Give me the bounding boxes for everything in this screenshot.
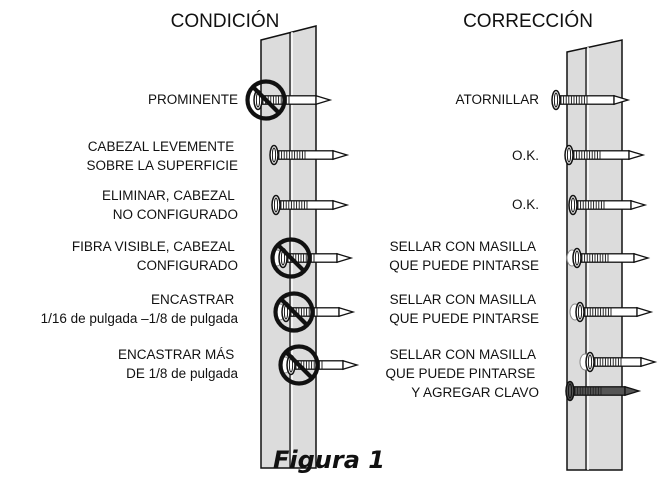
nail-icon [572, 247, 651, 269]
prohibition-icon [245, 79, 287, 121]
condition-label-3: ELIMINAR, CABEZAL NO CONFIGURADO [102, 188, 238, 222]
correction-title: CORRECCIÓN [463, 10, 593, 32]
prohibition-icon [278, 344, 320, 386]
nail-icon [269, 144, 350, 166]
prohibition-icon [273, 291, 315, 333]
nail-icon [564, 144, 646, 166]
condition-label-2: CABEZAL LEVEMENTE SOBRE LA SUPERFICIE [86, 139, 238, 173]
nail-icon [551, 89, 631, 111]
correction-nails [551, 89, 658, 402]
condition-label-1: PROMINENTE [148, 92, 238, 107]
condition-board [260, 25, 317, 469]
condition-label-4: FIBRA VISIBLE, CABEZAL CONFIGURADO [72, 239, 238, 273]
correction-label-3: O.K. [512, 197, 539, 212]
condition-label-6: ENCASTRAR MÁS DE 1/8 de pulgada [118, 347, 239, 381]
correction-label-5: SELLAR CON MASILLA QUE PUEDE PINTARSE [389, 292, 539, 326]
condition-label-5: ENCASTRAR 1/16 de pulgada –1/8 de pulgad… [41, 292, 239, 326]
condition-title: CONDICIÓN [171, 10, 280, 32]
nail-icon [585, 351, 658, 373]
correction-label-4: SELLAR CON MASILLA QUE PUEDE PINTARSE [389, 239, 539, 273]
nail-icon [271, 194, 350, 216]
added-nail-icon [565, 380, 642, 402]
prohibition-icon [270, 237, 312, 279]
nail-icon [568, 194, 648, 216]
nail-icon [575, 301, 654, 323]
condition-nails [245, 79, 360, 386]
figure-caption: Figura 1 [273, 446, 385, 474]
correction-label-2: O.K. [512, 148, 539, 163]
correction-label-6: SELLAR CON MASILLA QUE PUEDE PINTARSE Y … [385, 347, 539, 400]
correction-label-1: ATORNILLAR [455, 92, 539, 107]
